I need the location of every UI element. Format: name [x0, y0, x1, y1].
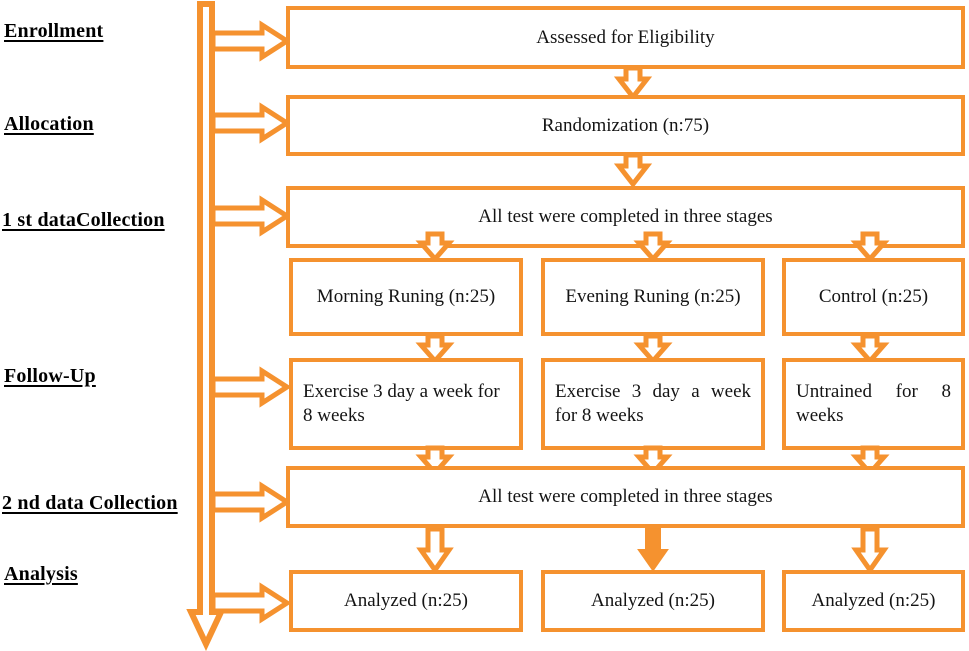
stage-pointer-enrollment-icon [210, 20, 292, 62]
stage-label-second-data-collection: 2 nd data Collection [2, 492, 178, 514]
node-group-morning: Morning Runing (n:25) [289, 258, 523, 336]
stage-pointer-follow-up-icon [210, 366, 292, 408]
node-group-evening-text: Evening Runing (n:25) [565, 286, 741, 308]
node-group-evening: Evening Runing (n:25) [541, 258, 765, 336]
node-intervention-evening-text: Exercise 3 day a week for 8 weeks [555, 381, 751, 426]
node-analyzed-control: Analyzed (n:25) [782, 570, 965, 632]
node-group-control: Control (n:25) [782, 258, 965, 336]
node-analyzed-evening: Analyzed (n:25) [541, 570, 765, 632]
node-tests-first-text: All test were completed in three stages [478, 206, 773, 228]
stage-pointer-analysis-icon [210, 582, 292, 624]
node-analyzed-morning-text: Analyzed (n:25) [344, 590, 468, 612]
connector-tests-second-to-analyzed-control-icon [851, 526, 889, 575]
node-tests-second: All test were completed in three stages [286, 466, 965, 528]
node-assessed-for-eligibility-text: Assessed for Eligibility [536, 26, 715, 48]
node-tests-second-text: All test were completed in three stages [478, 486, 773, 508]
node-analyzed-evening-text: Analyzed (n:25) [591, 590, 715, 612]
stage-label-first-data-collection: 1 st dataCollection [2, 209, 165, 231]
stage-pointer-first-data-collection-icon [210, 195, 292, 237]
node-randomization: Randomization (n:75) [286, 95, 965, 156]
node-intervention-control-text: Untrained for 8 weeks [796, 381, 951, 426]
connector-randomization-to-tests-icon [613, 152, 653, 189]
node-tests-first: All test were completed in three stages [286, 186, 965, 248]
node-intervention-morning: Exercise 3 day a week for 8 weeks [289, 358, 523, 450]
node-analyzed-morning: Analyzed (n:25) [289, 570, 523, 632]
stage-label-enrollment: Enrollment [4, 20, 104, 42]
node-group-morning-text: Morning Runing (n:25) [316, 286, 496, 308]
node-assessed-for-eligibility: Assessed for Eligibility [286, 6, 965, 69]
stage-label-allocation: Allocation [4, 113, 94, 135]
connector-tests-second-to-analyzed-morning-icon [416, 526, 454, 575]
spine-down-block-arrow-icon [186, 1, 226, 651]
connector-tests-second-to-analyzed-evening-icon [635, 527, 671, 573]
stage-pointer-second-data-collection-icon [210, 481, 292, 523]
node-intervention-control: Untrained for 8 weeks [782, 358, 965, 450]
node-intervention-morning-text: Exercise 3 day a week for 8 weeks [303, 381, 500, 426]
node-randomization-text: Randomization (n:75) [541, 114, 710, 136]
node-group-control-text: Control (n:25) [818, 286, 929, 308]
stage-label-analysis: Analysis [4, 563, 78, 585]
stage-pointer-allocation-icon [210, 102, 292, 144]
stage-label-follow-up: Follow-Up [4, 365, 96, 387]
node-intervention-evening: Exercise 3 day a week for 8 weeks [541, 358, 765, 450]
node-analyzed-control-text: Analyzed (n:25) [811, 590, 936, 612]
